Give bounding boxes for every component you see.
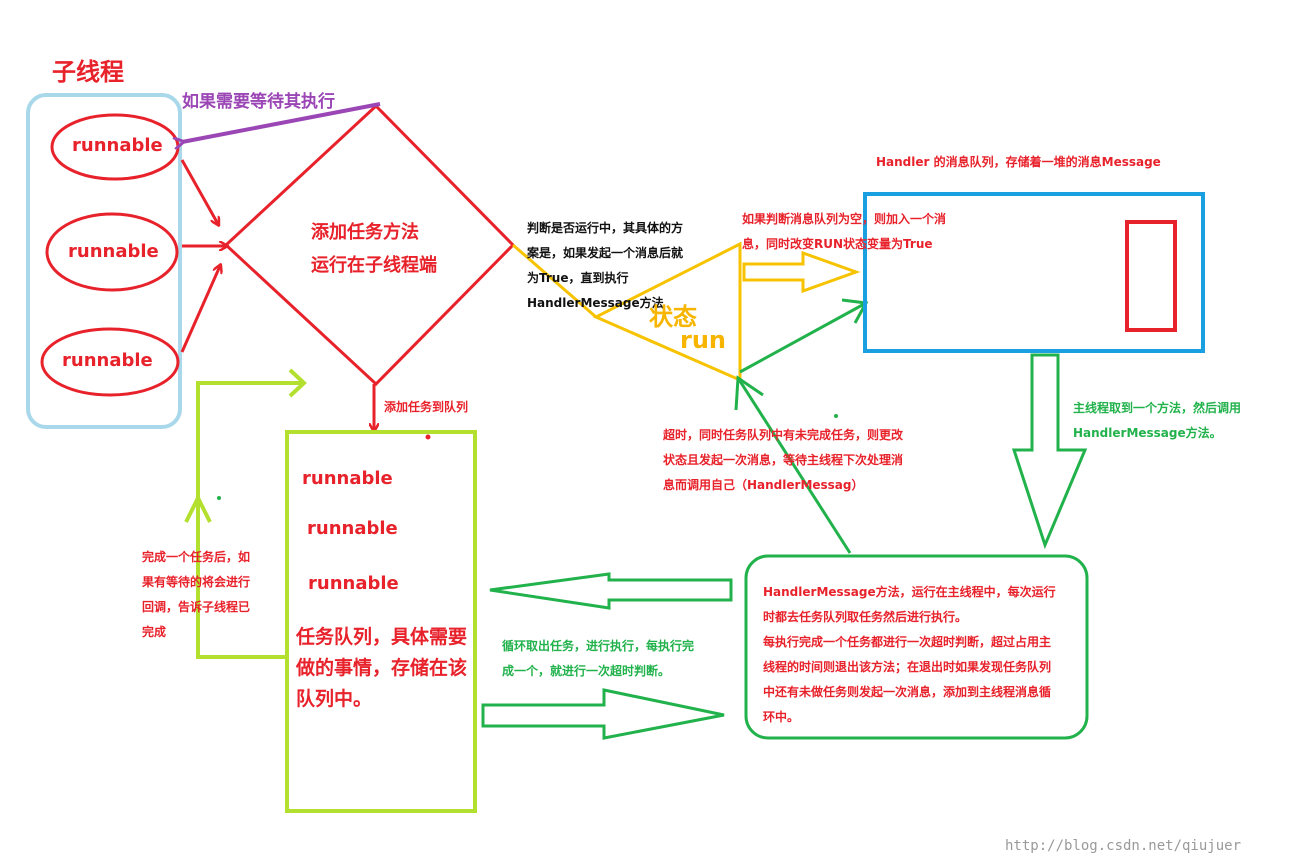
loop-arrowhead-up [184,493,212,523]
check-running-text: 判断是否运行中，其具体的方 案是，如果发起一个消息后就 为True，直到执行 H… [527,216,683,316]
subthread-box [26,93,182,429]
main-thread-take-arrow [1011,353,1088,550]
check-running-line-1: 判断是否运行中，其具体的方 [527,221,684,235]
state-run-triangle [592,241,742,383]
main-take-text: 主线程取到一个方法，然后调用 HandlerMessage方法。 [1073,396,1241,446]
timeout-line-2: 状态且发起一次消息，等待主线程下次处理消 [663,453,904,467]
handler-desc-line-6: 环中。 [763,710,800,724]
queue-desc-line-3: 队列中。 [296,688,373,710]
handler-desc-line-2: 时都去任务队列取任务然后进行执行。 [763,610,968,624]
loop-text: 循环取出任务，进行执行，每执行完 成一个，就进行一次超时判断。 [502,634,694,684]
queue-runnable-2: runnable [307,518,398,539]
timeout-arrow [736,377,852,554]
queue-runnable-3: runnable [308,573,399,594]
check-running-line-4: HandlerMessage方法 [527,296,664,310]
handler-desc-line-1: HandlerMessage方法，运行在主线程中，每次运行 [763,585,1056,599]
wait-label: 如果需要等待其执行 [182,92,335,112]
complete-line-4: 完成 [142,625,167,639]
timeout-text: 超时，同时任务队列中有未完成任务，则更改 状态且发起一次消息，等待主线程下次处理… [663,423,903,498]
if-empty-line-2: 息，同时改变RUN状态变量为True [742,237,933,251]
complete-callback-loop [196,381,304,659]
add-method-text: 添加任务方法 运行在子线程端 [311,216,437,282]
yellow-block-arrow [742,250,861,294]
wait-callback-arrow [182,102,381,142]
timeout-line-3: 息而调用自己（HandlerMessag） [663,478,864,492]
queue-description: 任务队列，具体需要 做的事情，存储在该 队列中。 [296,622,467,715]
add-method-line-2: 运行在子线程端 [311,255,437,276]
runnable-label-3: runnable [62,350,153,371]
complete-line-2: 果有等待的将会进行 [142,575,251,589]
if-empty-text: 如果判断消息队列为空，则加入一个消 息，同时改变RUN状态变量为True [742,207,946,257]
loop-arrowhead-right [288,368,307,398]
block-arrow-right [481,688,725,740]
runnable-ellipse-2 [45,212,179,292]
state-label: 状态 [649,303,697,331]
task-queue-box [285,430,477,813]
timeout-arrowhead [734,375,764,411]
handler-queue-box [863,192,1205,353]
green-arrow-to-queue [739,301,867,374]
queue-desc-line-2: 做的事情，存储在该 [296,657,468,679]
green-arrowhead-to-queue [841,298,869,324]
if-empty-line-1: 如果判断消息队列为空，则加入一个消 [742,212,947,226]
handler-queue-title: Handler 的消息队列，存储着一堆的消息Message [876,155,1161,169]
subthread-title: 子线程 [52,58,124,86]
run-label: run [680,326,727,354]
add-method-diamond [223,103,516,387]
main-take-line-2: HandlerMessage方法。 [1073,426,1222,440]
lime-dot [217,496,221,500]
queue-desc-line-1: 任务队列，具体需要 [296,626,468,648]
runnable-label-2: runnable [68,241,159,262]
arrow-runnable1-to-method [180,159,218,224]
queue-runnable-1: runnable [302,468,393,489]
block-arrow-left [489,572,733,610]
complete-line-3: 回调，告诉子线程已 [142,600,251,614]
complete-callback-text: 完成一个任务后，如 果有等待的将会进行 回调，告诉子线程已 完成 [142,545,250,645]
main-take-line-1: 主线程取到一个方法，然后调用 [1073,401,1242,415]
red-dot [425,434,431,440]
add-to-queue-label: 添加任务到队列 [384,400,469,414]
handler-desc-line-3: 每执行完成一个任务都进行一次超时判断，超过占用主 [763,635,1052,649]
timeout-line-1: 超时，同时任务队列中有未完成任务，则更改 [663,428,904,442]
handler-desc-line-4: 线程的时间则退出该方法；在退出时如果发现任务队列 [763,660,1052,674]
runnable-label-1: runnable [72,135,163,156]
loop-line-2: 成一个，就进行一次超时判断。 [502,664,671,678]
handler-message-box [744,554,1089,740]
message-rect [1125,220,1177,332]
watermark: http://blog.csdn.net/qiujuer [1005,838,1242,854]
arrow-runnable3-to-method [180,266,220,353]
complete-line-1: 完成一个任务后，如 [142,550,251,564]
check-running-line-3: 为True，直到执行 [527,271,629,285]
add-method-line-1: 添加任务方法 [311,222,419,243]
green-dot [834,414,838,418]
handler-message-desc: HandlerMessage方法，运行在主线程中，每次运行 时都去任务队列取任务… [763,580,1056,730]
runnable-ellipse-3 [40,327,180,397]
yellow-connector [512,243,597,319]
loop-line-1: 循环取出任务，进行执行，每执行完 [502,639,695,653]
handler-desc-line-5: 中还有未做任务则发起一次消息，添加到主线程消息循 [763,685,1052,699]
check-running-line-2: 案是，如果发起一个消息后就 [527,246,684,260]
